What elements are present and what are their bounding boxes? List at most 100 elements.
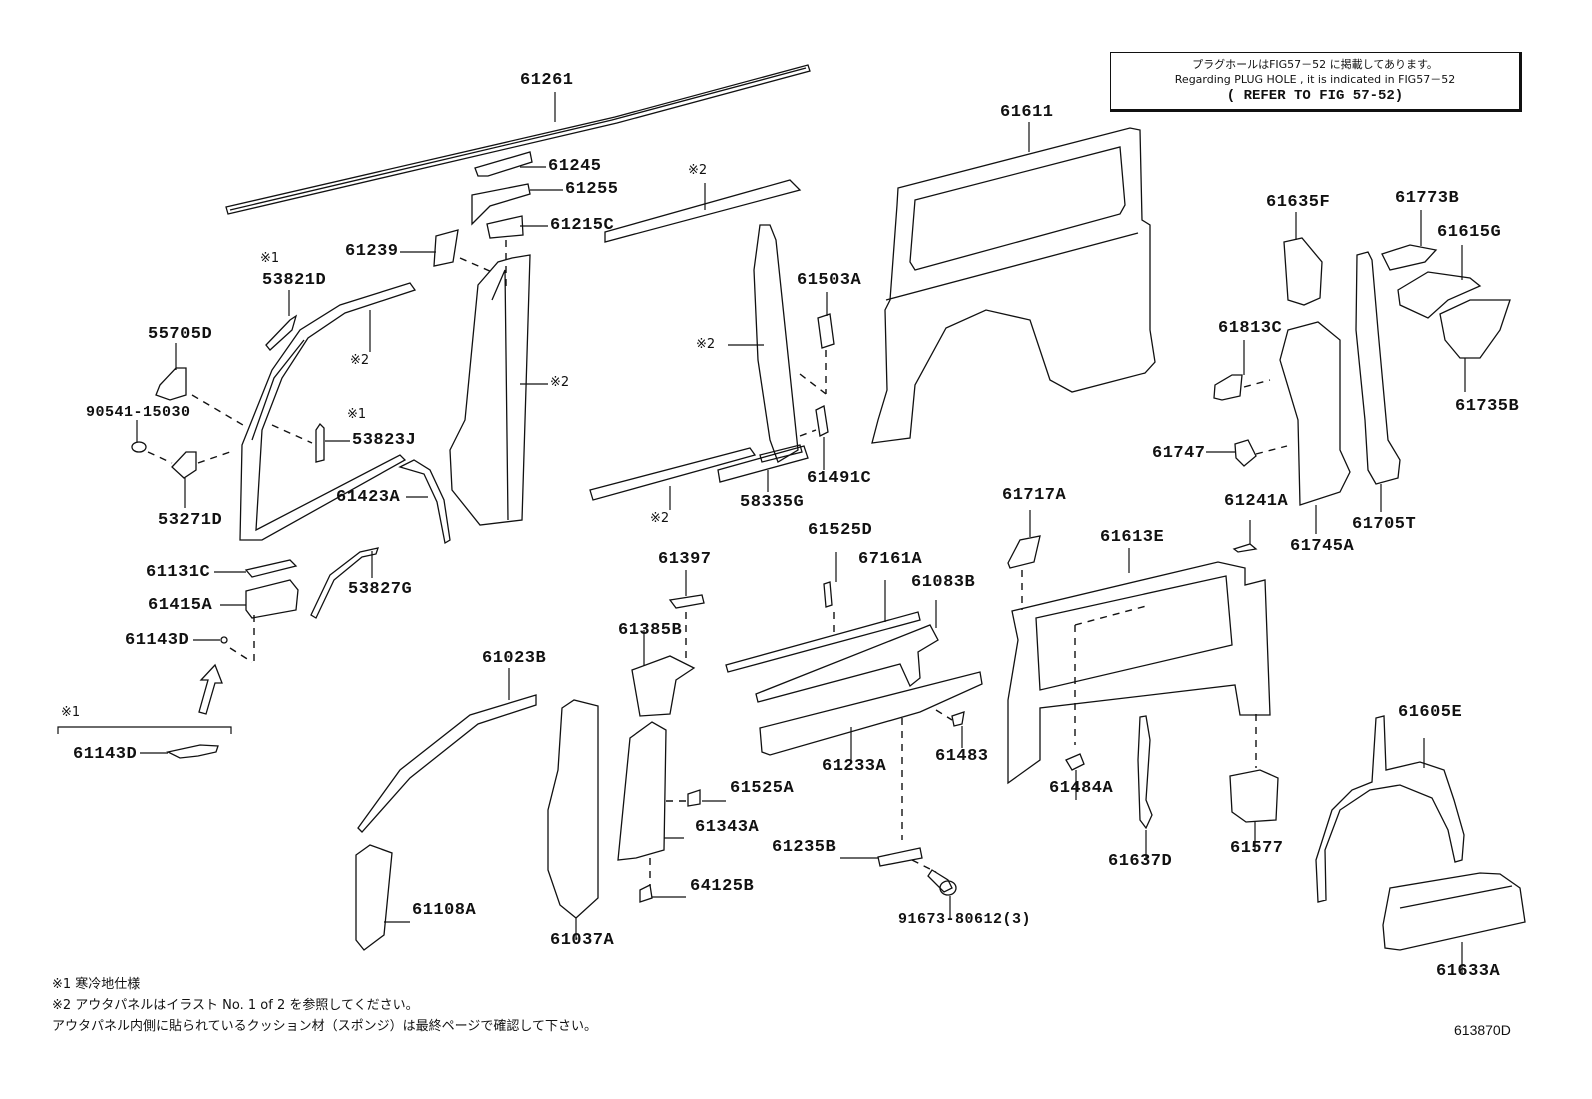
part-label[interactable]: 61525A	[730, 779, 795, 798]
part-61773B[interactable]	[1381, 244, 1438, 271]
part-61037A-pillar[interactable]	[547, 699, 599, 919]
part-61239[interactable]	[433, 229, 459, 267]
part-61215C[interactable]	[486, 215, 524, 239]
part-label[interactable]: 61747	[1152, 444, 1206, 463]
part-label[interactable]: 61241A	[1224, 492, 1289, 511]
part-label[interactable]: 61483	[935, 747, 989, 766]
part-61131C[interactable]	[244, 559, 298, 578]
part-90541-15030[interactable]	[131, 441, 147, 453]
part-61108A[interactable]	[355, 844, 393, 951]
part-label[interactable]: 53821D	[262, 271, 327, 290]
part-61233A-rocker[interactable]	[759, 671, 983, 756]
part-61717A[interactable]	[1007, 535, 1041, 569]
part-label[interactable]: 61615G	[1437, 223, 1502, 242]
part-61343A[interactable]	[617, 721, 667, 861]
part-rear-door-frame[interactable]	[589, 179, 803, 501]
part-61423A[interactable]	[398, 459, 451, 545]
part-label[interactable]: 61705T	[1352, 515, 1417, 534]
part-label[interactable]: 91673-80612(3)	[898, 911, 1032, 928]
part-61083B-rail[interactable]	[755, 624, 939, 703]
part-label[interactable]: 61637D	[1108, 852, 1173, 871]
part-label[interactable]: 61613E	[1100, 528, 1165, 547]
part-label[interactable]: 61735B	[1455, 397, 1520, 416]
part-61235B[interactable]	[877, 847, 923, 867]
part-label[interactable]: 61261	[520, 71, 574, 90]
part-label[interactable]: 61385B	[618, 621, 683, 640]
part-label[interactable]: 61611	[1000, 103, 1054, 122]
part-61491C[interactable]	[815, 405, 829, 437]
part-label[interactable]: 61037A	[550, 931, 615, 950]
part-label[interactable]: 55705D	[148, 325, 213, 344]
part-61747[interactable]	[1234, 439, 1257, 467]
part-label[interactable]: 61239	[345, 242, 399, 261]
part-label[interactable]: 61415A	[148, 596, 213, 615]
part-label[interactable]: 61577	[1230, 839, 1284, 858]
part-53827G[interactable]	[310, 547, 379, 619]
part-label[interactable]: 61491C	[807, 469, 872, 488]
part-label[interactable]: 61397	[658, 550, 712, 569]
part-label[interactable]: 61484A	[1049, 779, 1114, 798]
part-label[interactable]: 58335G	[740, 493, 805, 512]
part-label[interactable]: 61215C	[550, 216, 615, 235]
part-61605E-wheelhouse[interactable]	[1315, 715, 1465, 903]
part-label[interactable]: 61108A	[412, 901, 477, 920]
part-label[interactable]: 61423A	[336, 488, 401, 507]
part-53271D[interactable]	[171, 451, 197, 479]
part-label[interactable]: 64125B	[690, 877, 755, 896]
part-label[interactable]: 53827G	[348, 580, 413, 599]
part-61023B-rail[interactable]	[357, 694, 537, 833]
part-61245[interactable]	[474, 151, 533, 177]
part-61503A[interactable]	[817, 313, 835, 349]
part-label[interactable]: 61235B	[772, 838, 837, 857]
part-label[interactable]: 61745A	[1290, 537, 1355, 556]
part-label[interactable]: 61635F	[1266, 193, 1331, 212]
part-label[interactable]: 90541-15030	[86, 404, 191, 421]
part-61385B[interactable]	[631, 655, 696, 717]
part-53821D[interactable]	[265, 314, 298, 351]
part-61813C[interactable]	[1213, 374, 1243, 401]
part-label[interactable]: 61717A	[1002, 486, 1067, 505]
part-61635F[interactable]	[1283, 237, 1323, 306]
part-64125B[interactable]	[639, 884, 653, 903]
part-61705T-pillar[interactable]	[1355, 251, 1401, 485]
part-58335G-scuff[interactable]	[717, 445, 809, 483]
part-label[interactable]: 61633A	[1436, 962, 1501, 981]
part-label[interactable]: 61023B	[482, 649, 547, 668]
part-53823J[interactable]	[315, 422, 325, 463]
part-front-pillar-outer[interactable]	[239, 282, 417, 541]
part-label[interactable]: 61773B	[1395, 189, 1460, 208]
part-label[interactable]: 61605E	[1398, 703, 1463, 722]
part-61261-roof-rail[interactable]	[225, 64, 811, 215]
part-61241A[interactable]	[1232, 543, 1258, 553]
reference-link-fig[interactable]: ( REFER TO FIG 57-52)	[1226, 88, 1404, 104]
part-label[interactable]: 53271D	[158, 511, 223, 530]
part-61525A[interactable]	[687, 789, 701, 807]
part-55705D[interactable]	[155, 367, 187, 401]
part-label[interactable]: 61233A	[822, 757, 887, 776]
part-61525D[interactable]	[823, 581, 833, 608]
part-61735B[interactable]	[1439, 299, 1511, 359]
part-61143D-clip[interactable]	[220, 636, 228, 644]
part-61611-quarter-panel[interactable]	[871, 127, 1156, 444]
part-61615G[interactable]	[1397, 271, 1482, 319]
part-61484A[interactable]	[1065, 753, 1085, 771]
part-label[interactable]: 61343A	[695, 818, 760, 837]
part-61415A[interactable]	[245, 579, 299, 619]
part-label[interactable]: 61245	[548, 157, 602, 176]
part-61637D[interactable]	[1137, 715, 1153, 830]
part-label[interactable]: 61083B	[911, 573, 976, 592]
part-label[interactable]: 67161A	[858, 550, 923, 569]
part-61143D-bracket[interactable]	[166, 744, 219, 759]
part-61613E-inner-panel[interactable]	[1007, 561, 1271, 785]
part-label[interactable]: 61503A	[797, 271, 862, 290]
part-label[interactable]: 61255	[565, 180, 619, 199]
part-61577[interactable]	[1229, 769, 1279, 823]
part-label[interactable]: 61131C	[146, 563, 211, 582]
part-label[interactable]: 53823J	[352, 431, 417, 450]
part-center-pillar-panel[interactable]	[449, 254, 531, 526]
part-61397[interactable]	[668, 594, 705, 609]
part-label[interactable]: 61143D	[73, 745, 138, 764]
part-label[interactable]: 61525D	[808, 521, 873, 540]
part-61633A[interactable]	[1382, 872, 1526, 951]
part-91673-80612-bolt[interactable]	[927, 869, 957, 896]
